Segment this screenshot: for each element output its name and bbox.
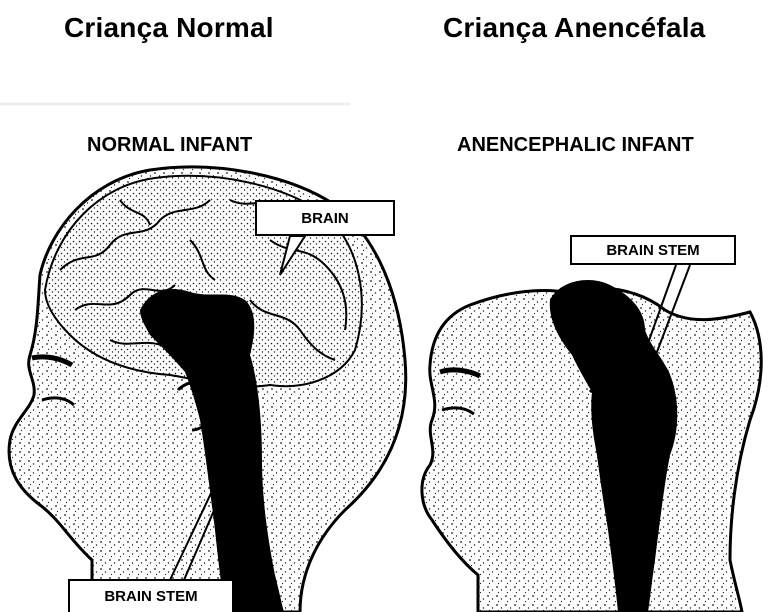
brain-stem-label-normal: BRAIN STEM: [68, 579, 234, 612]
brain-stem-label-anencephalic: BRAIN STEM: [570, 235, 736, 265]
anencephalic-infant-head: [422, 265, 761, 612]
brain-label: BRAIN: [255, 200, 395, 236]
